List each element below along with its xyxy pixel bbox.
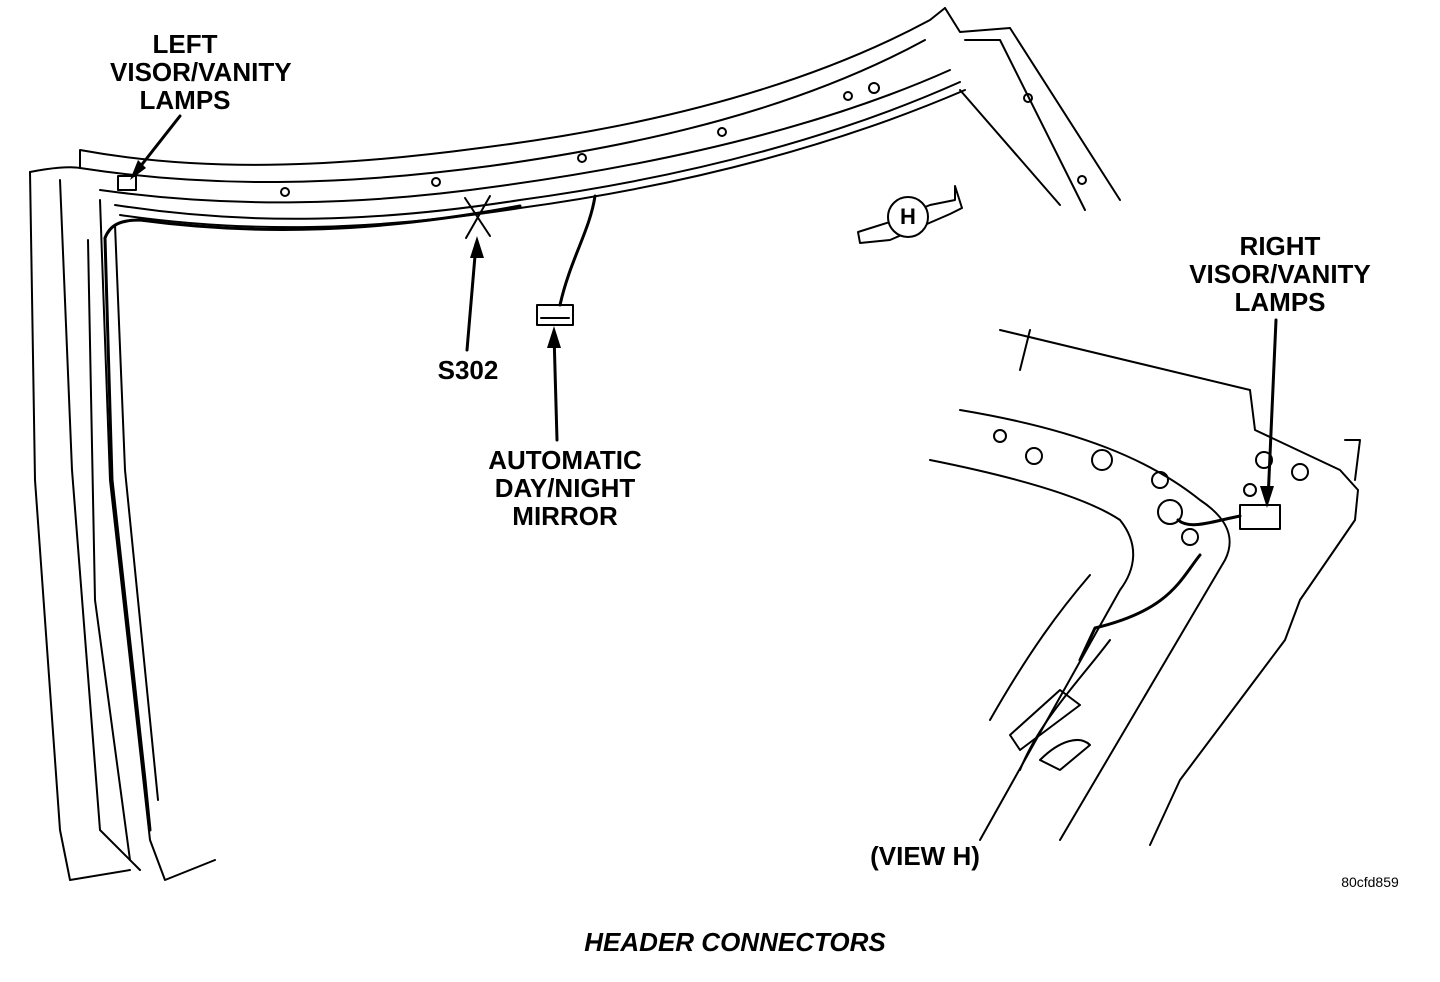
- mirror-connector: [536, 194, 597, 326]
- left-lamp-connector: [117, 175, 137, 191]
- s302-label: S302: [437, 355, 499, 385]
- mirror-line1: AUTOMATIC: [488, 445, 642, 475]
- view-h-label: (VIEW H): [870, 841, 980, 871]
- view-h-marker-label: H: [900, 204, 916, 229]
- right-lamps-line1: RIGHT: [1239, 231, 1321, 261]
- left-lamps-line3: LAMPS: [139, 85, 231, 115]
- right-lamps-line3: LAMPS: [1234, 287, 1326, 317]
- view-h-marker: [887, 196, 929, 238]
- left-lamps-label: LEFT VISOR/VANITY LAMPS: [110, 29, 292, 115]
- leader-arrows: [134, 114, 1278, 502]
- figure-caption: HEADER CONNECTORS: [584, 927, 886, 957]
- windshield-frame: [29, 7, 1121, 881]
- figure-id: 80cfd859: [1341, 874, 1399, 890]
- right-lamps-label: RIGHT VISOR/VANITY LAMPS: [1180, 232, 1380, 316]
- mirror-line2: DAY/NIGHT: [494, 473, 636, 503]
- view-h-detail: [929, 329, 1361, 846]
- right-lamps-line2: VISOR/VANITY: [1189, 259, 1371, 289]
- arrowheads: [130, 160, 1274, 508]
- left-lamps-line2: VISOR/VANITY: [110, 57, 292, 87]
- mirror-line3: MIRROR: [512, 501, 618, 531]
- s302-splice-mark: [464, 195, 491, 239]
- mirror-label: AUTOMATIC DAY/NIGHT MIRROR: [480, 446, 650, 530]
- left-lamps-line1: LEFT: [152, 29, 218, 59]
